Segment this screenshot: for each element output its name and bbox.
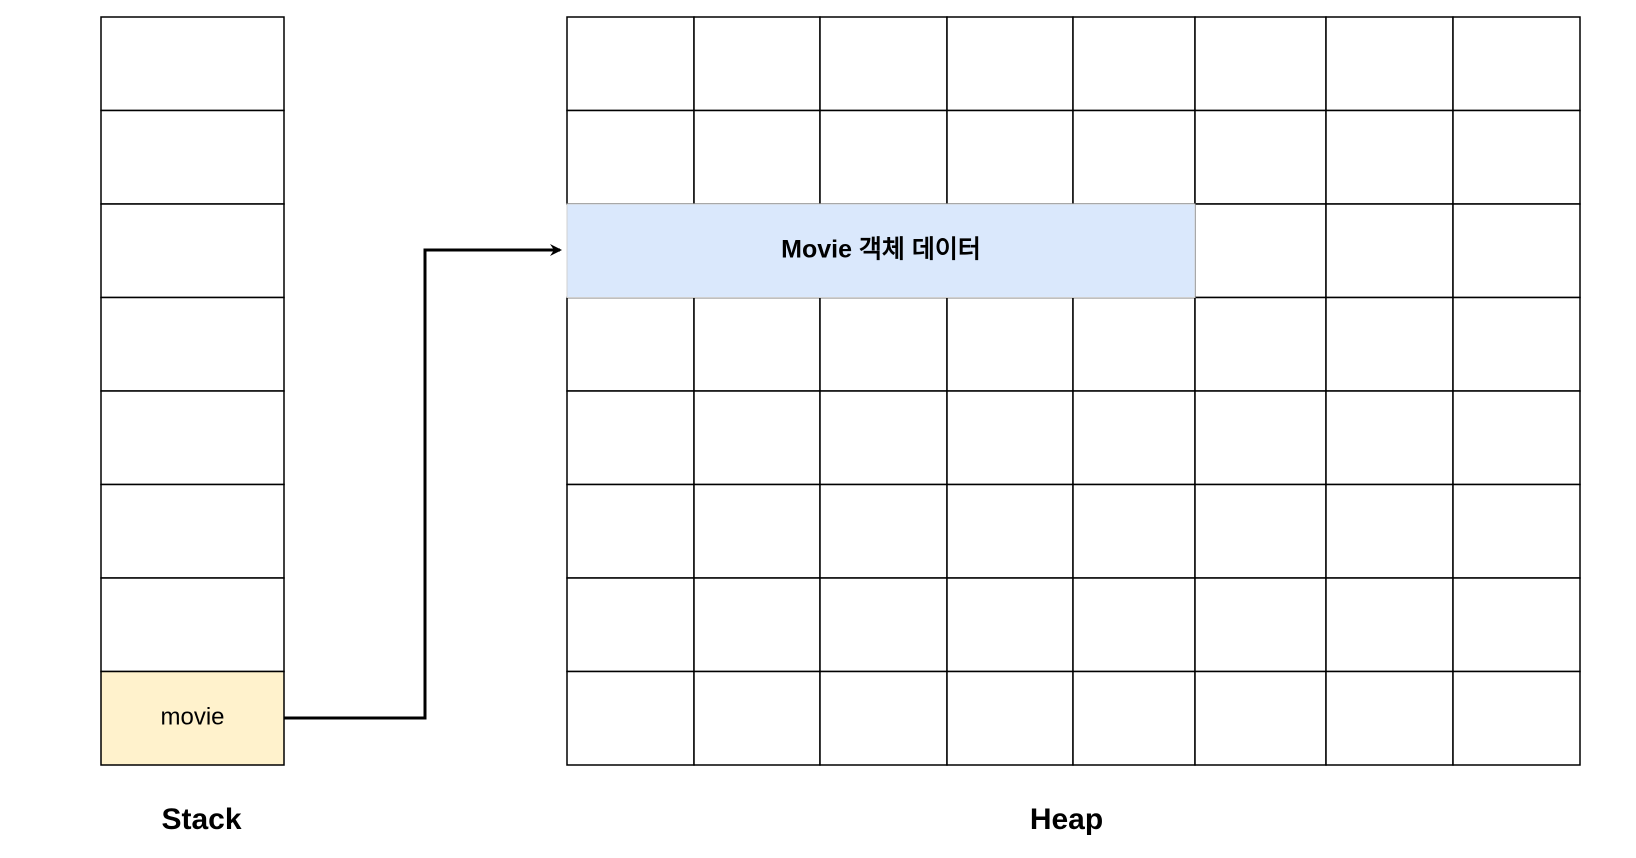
heap-cell xyxy=(566,109,695,205)
heap-cell xyxy=(693,390,821,486)
heap-cell xyxy=(1194,577,1327,673)
heap-cell xyxy=(566,577,695,673)
heap-cell xyxy=(1194,390,1327,486)
stack-slot xyxy=(100,390,285,486)
reference-arrow xyxy=(284,244,562,720)
heap-cell xyxy=(693,16,821,112)
heap-cell xyxy=(1194,670,1327,766)
heap-cell xyxy=(1194,16,1327,112)
stack-slot xyxy=(100,203,285,299)
stack-variable-label: movie xyxy=(160,704,224,731)
heap-cell xyxy=(1452,296,1581,392)
heap-object-label: Movie 객체 데이터 xyxy=(781,235,981,263)
heap-cell xyxy=(566,670,695,766)
heap-cell xyxy=(1452,483,1581,579)
stack-column: movie xyxy=(100,16,285,766)
heap-cell xyxy=(819,577,948,673)
heap-cell xyxy=(1325,483,1454,579)
heap-cell xyxy=(1194,203,1327,299)
heap-cell xyxy=(1072,390,1196,486)
heap-cell xyxy=(946,296,1074,392)
heap-cell xyxy=(1452,16,1581,112)
heap-cell xyxy=(1452,670,1581,766)
heap-cell xyxy=(1325,296,1454,392)
heap-cell xyxy=(693,577,821,673)
heap-cell xyxy=(566,16,695,112)
heap-cell xyxy=(693,483,821,579)
heap-cell xyxy=(819,109,948,205)
heap-cell xyxy=(566,296,695,392)
heap-cell xyxy=(693,670,821,766)
heap-cell xyxy=(819,296,948,392)
heap-cell xyxy=(1072,483,1196,579)
heap-cell xyxy=(1072,109,1196,205)
heap-cell xyxy=(946,483,1074,579)
heap-cell xyxy=(1325,670,1454,766)
heap-cell xyxy=(1325,577,1454,673)
heap-cell xyxy=(1194,296,1327,392)
heap-cell xyxy=(1072,670,1196,766)
heap-cell xyxy=(1452,109,1581,205)
heap-cell xyxy=(1194,483,1327,579)
heap-cell xyxy=(693,296,821,392)
heap-cell xyxy=(1325,203,1454,299)
heap-cell xyxy=(693,109,821,205)
heap-grid: Movie 객체 데이터 xyxy=(566,16,1581,766)
stack-slot-movie xyxy=(100,670,285,766)
stack-slot xyxy=(100,483,285,579)
heap-cell xyxy=(1194,109,1327,205)
heap-cell xyxy=(819,483,948,579)
heap-cell xyxy=(946,670,1074,766)
heap-cell xyxy=(566,390,695,486)
heap-cell xyxy=(566,483,695,579)
heap-cell xyxy=(946,109,1074,205)
heap-cell xyxy=(946,577,1074,673)
stack-slot xyxy=(100,16,285,112)
heap-cell xyxy=(819,390,948,486)
heap-cell xyxy=(1072,577,1196,673)
heap-cell xyxy=(819,670,948,766)
heap-cell xyxy=(1452,390,1581,486)
heap-cell xyxy=(1072,16,1196,112)
stack-slot xyxy=(100,296,285,392)
heap-cell xyxy=(946,16,1074,112)
heap-cell xyxy=(1325,16,1454,112)
heap-cell xyxy=(1452,203,1581,299)
heap-movie-object xyxy=(566,203,1196,298)
heap-cell xyxy=(1325,390,1454,486)
heap-cell xyxy=(1325,109,1454,205)
stack-slot xyxy=(100,109,285,205)
heap-title: Heap xyxy=(1029,803,1104,836)
stack-slot xyxy=(100,577,285,673)
heap-cell xyxy=(1452,577,1581,673)
heap-cell xyxy=(946,390,1074,486)
heap-cell xyxy=(819,16,948,112)
heap-cell xyxy=(1072,296,1196,392)
stack-title: Stack xyxy=(161,803,242,836)
